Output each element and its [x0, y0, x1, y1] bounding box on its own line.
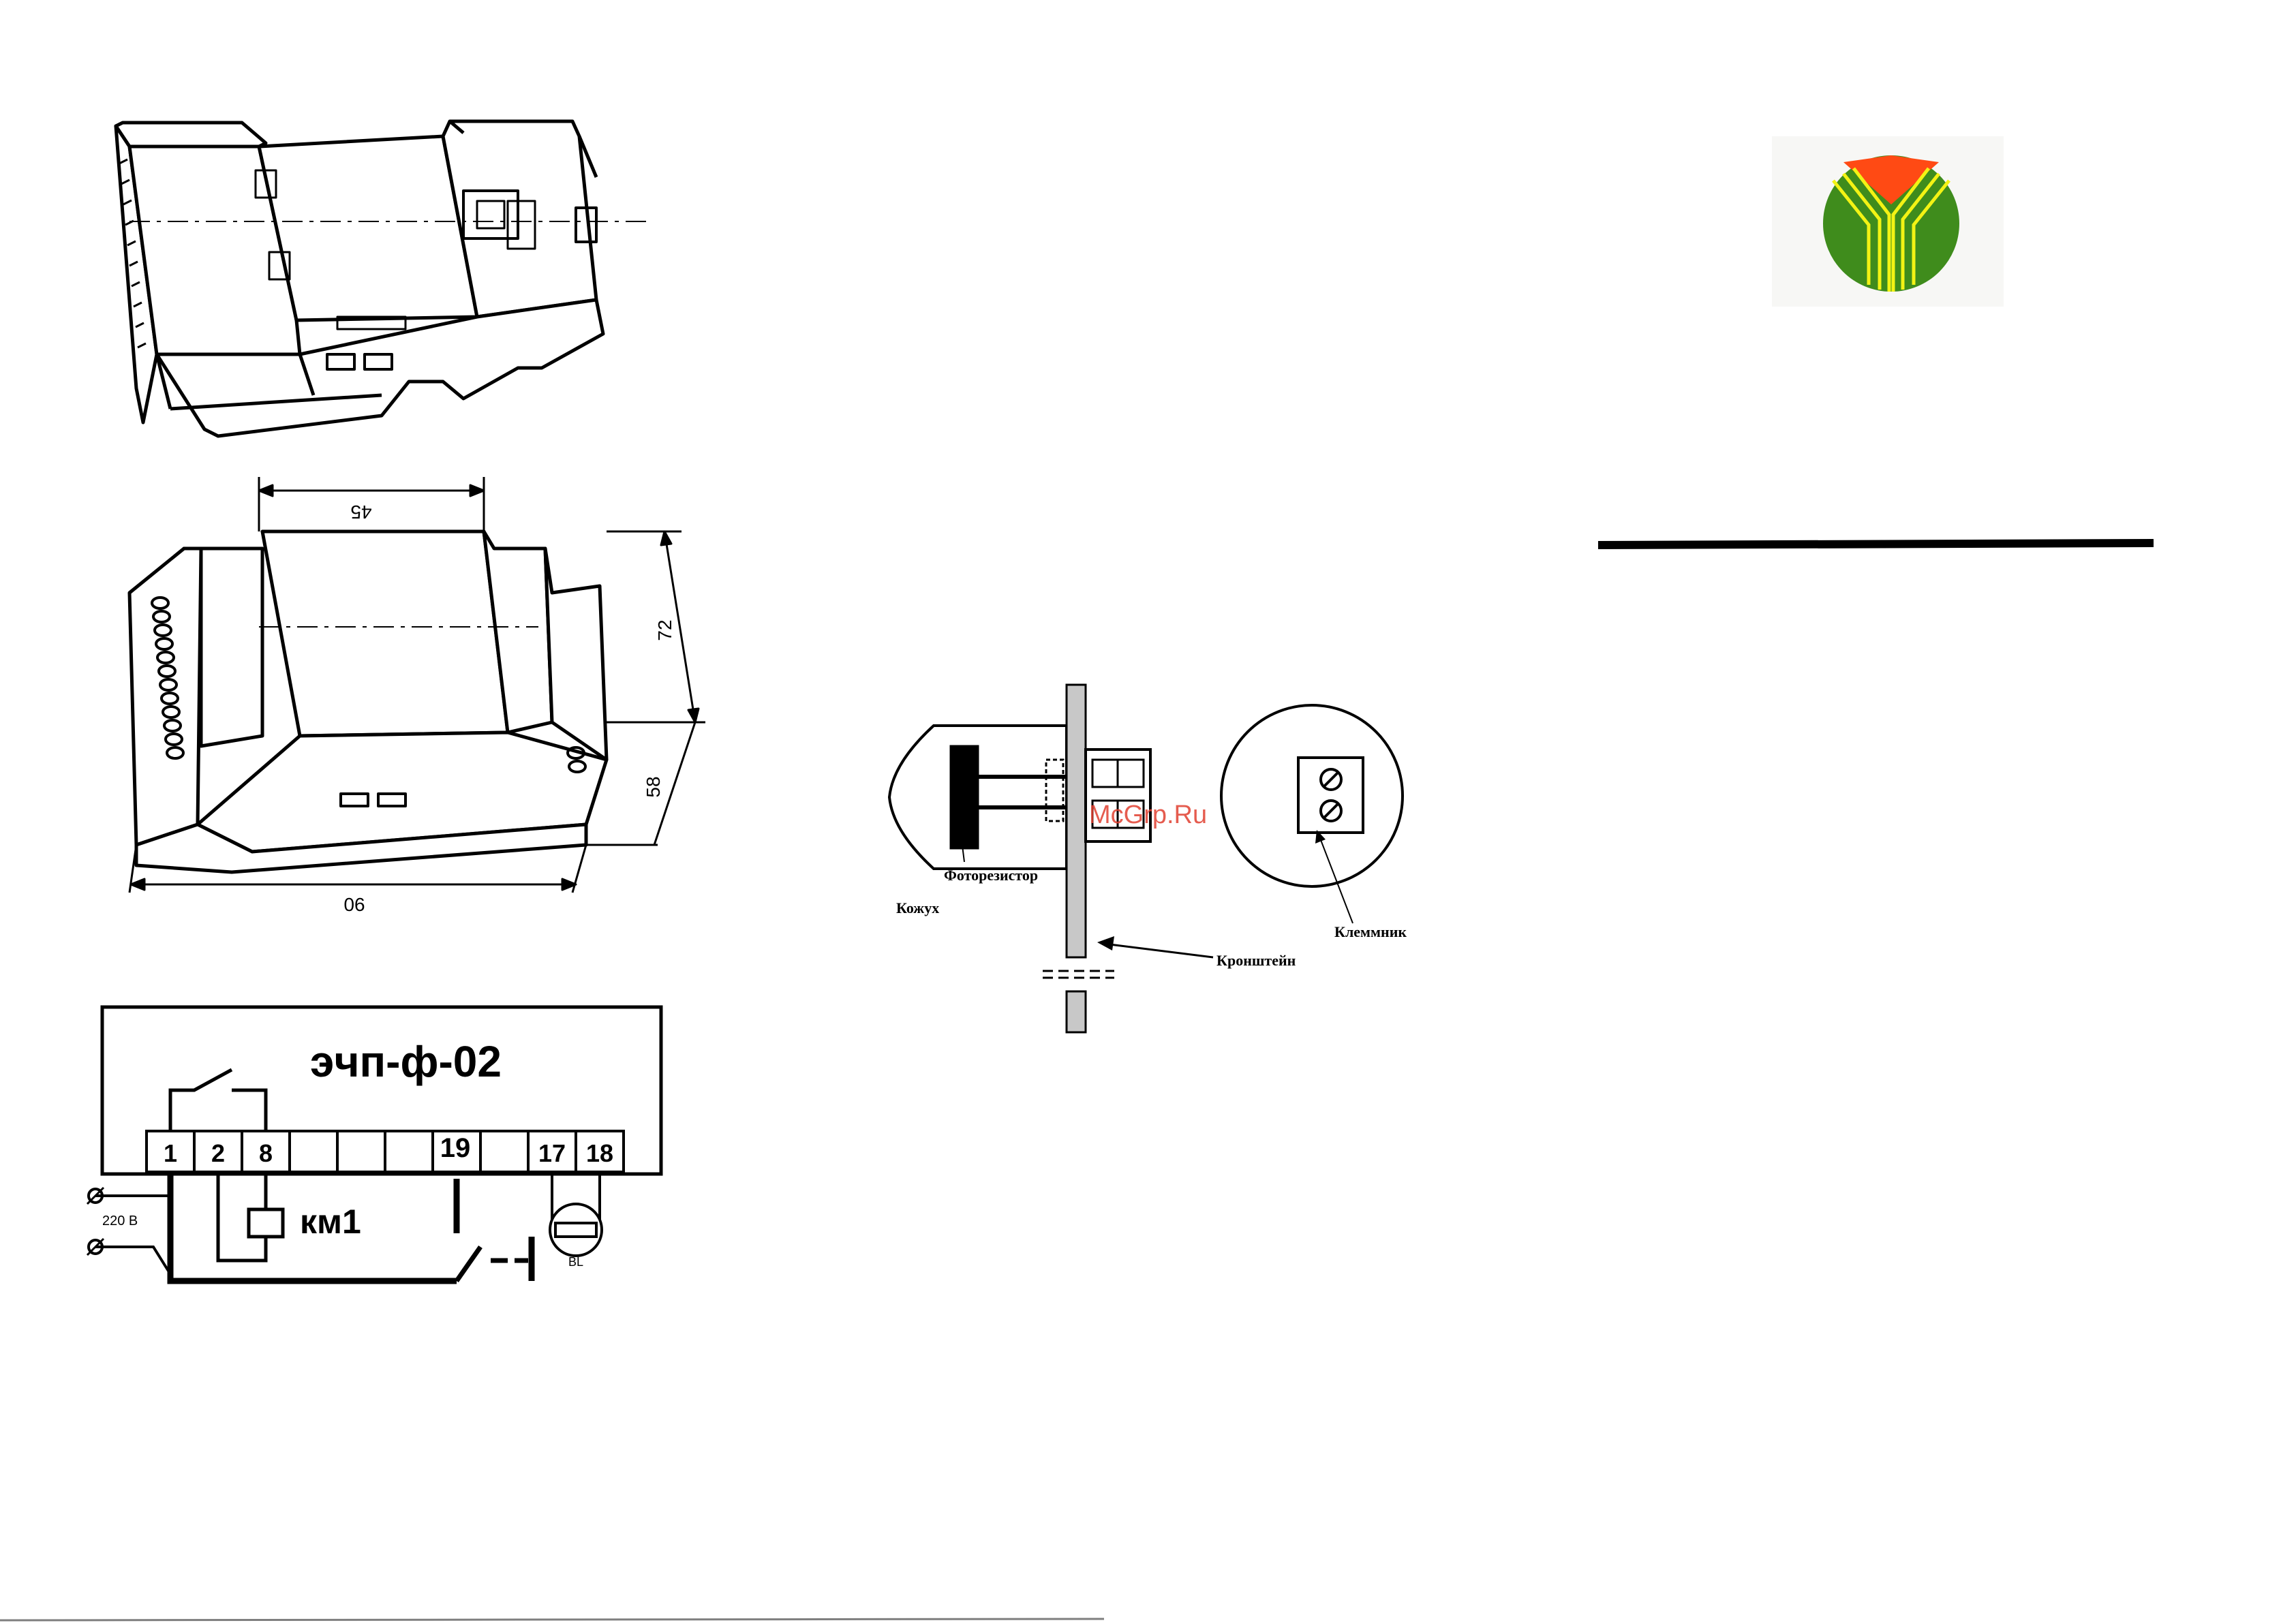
label-photoresistor: Фоторезистор [944, 867, 1038, 884]
label-terminal-block: Клеммник [1334, 923, 1407, 940]
bottom-edge [0, 1619, 1104, 1620]
model-label: эчп-ф-02 [310, 1037, 502, 1086]
terminal-1: 1 [164, 1139, 177, 1167]
terminal-19: 19 [440, 1133, 471, 1163]
device-dimension-view [129, 477, 705, 893]
dim-height-bottom: 58 [643, 776, 664, 797]
sensor-label: BL [568, 1255, 583, 1269]
terminal-block-detail [1221, 705, 1403, 886]
terminal-2: 2 [211, 1139, 225, 1167]
device-top-view [116, 121, 647, 436]
voltage-label: 220 В [102, 1214, 138, 1228]
photoresistor [951, 746, 978, 848]
label-bracket: Кронштейн [1216, 952, 1296, 969]
terminal-17: 17 [538, 1139, 566, 1167]
terminal-18: 18 [586, 1139, 613, 1167]
terminal-8: 8 [259, 1139, 273, 1167]
dim-width: 45 [350, 501, 371, 523]
label-housing: Кожух [896, 899, 939, 916]
watermark: McGrp.Ru [1089, 801, 1207, 829]
title-rule [1598, 543, 2154, 545]
company-logo [1772, 136, 2004, 307]
dim-height-top: 72 [654, 619, 675, 640]
dim-length: 90 [343, 894, 365, 915]
relay-label: км1 [300, 1203, 361, 1241]
bracket [1067, 685, 1086, 957]
sensor-drawing [889, 685, 1403, 1032]
